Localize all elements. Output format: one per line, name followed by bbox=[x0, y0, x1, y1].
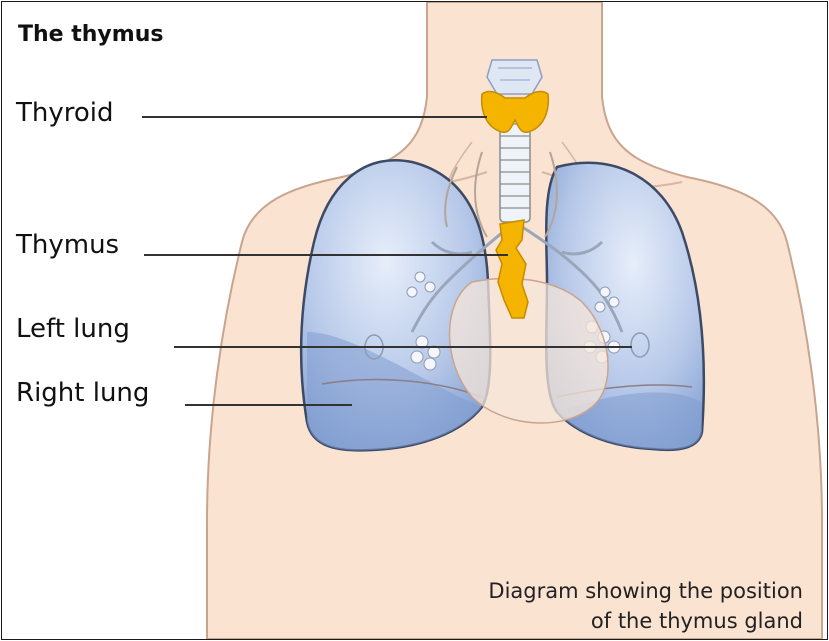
caption-line-2: of the thymus gland bbox=[403, 606, 803, 636]
label-thyroid: Thyroid bbox=[16, 98, 114, 128]
diagram-caption: Diagram showing the position of the thym… bbox=[403, 576, 803, 636]
label-left-lung: Left lung bbox=[16, 314, 130, 344]
larynx bbox=[487, 60, 542, 94]
label-right-lung: Right lung bbox=[16, 378, 149, 408]
diagram-title: The thymus bbox=[18, 22, 163, 47]
label-thymus: Thymus bbox=[16, 230, 119, 260]
caption-line-1: Diagram showing the position bbox=[403, 576, 803, 606]
